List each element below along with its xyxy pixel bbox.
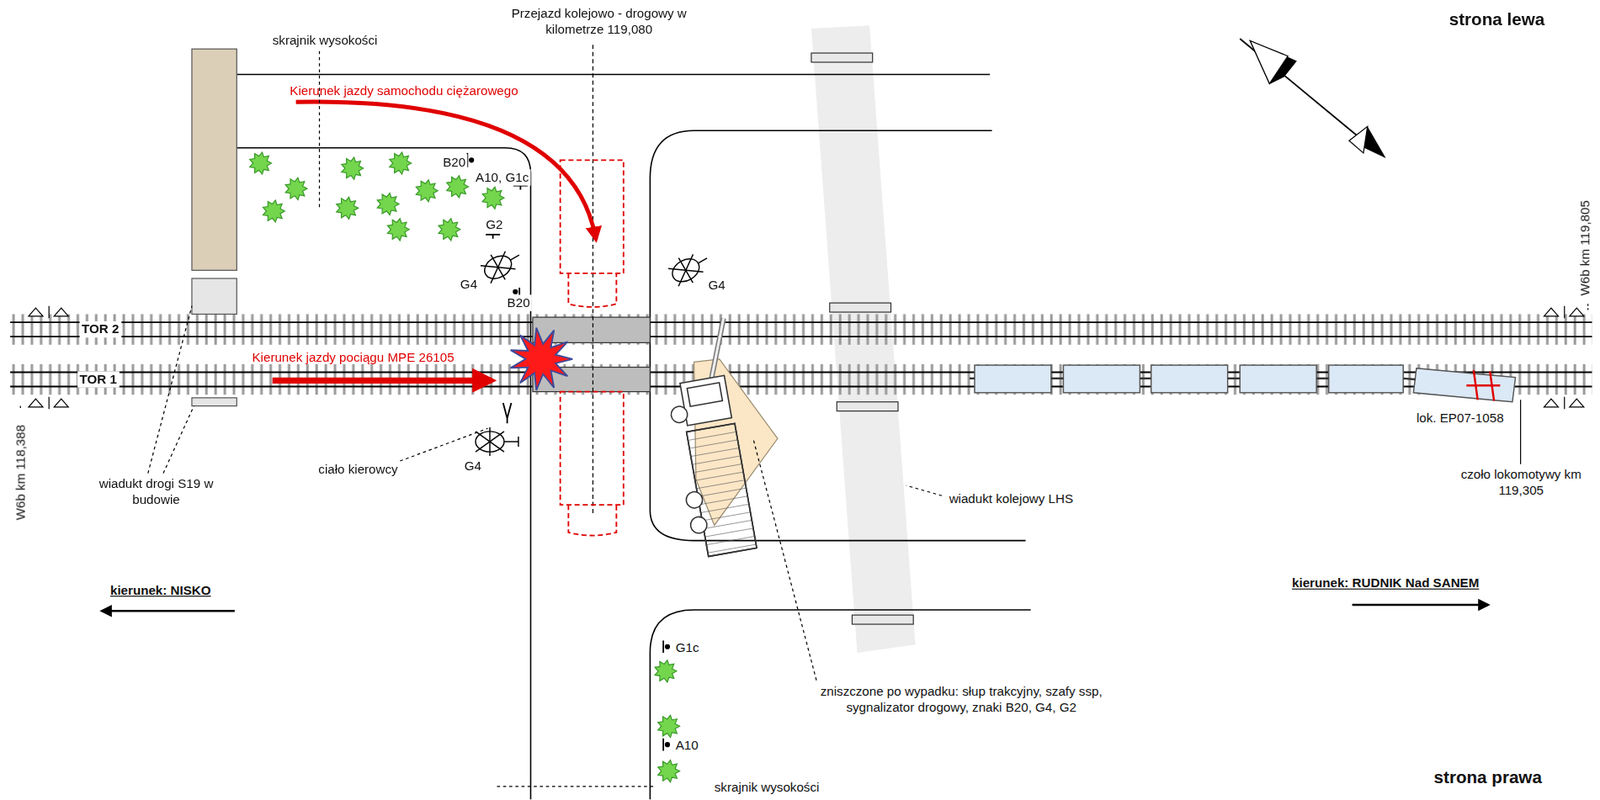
viaduct-piers xyxy=(811,53,914,625)
label: czoło lokomotywy km 119,305 xyxy=(1455,466,1587,500)
label: strona lewa xyxy=(1446,9,1547,32)
label: G1c xyxy=(673,639,702,657)
shrub xyxy=(658,715,681,738)
shrub xyxy=(658,760,681,783)
label: W6b km 119,805 xyxy=(1576,198,1594,298)
label: G4 xyxy=(462,457,484,475)
crossing-signals xyxy=(475,242,714,457)
label: A10 xyxy=(673,738,701,755)
direction-arrow xyxy=(1352,604,1489,606)
label: B20 xyxy=(504,294,532,312)
label: B20 xyxy=(441,154,468,171)
sign-posts xyxy=(467,153,670,752)
label: A10, G1c xyxy=(473,169,532,187)
shrub xyxy=(262,200,285,223)
north-arrow xyxy=(1239,38,1386,159)
shrub xyxy=(341,157,364,180)
shrubs xyxy=(249,152,681,783)
train-direction-arrow xyxy=(272,377,493,384)
overturned-truck xyxy=(665,375,757,559)
label: G2 xyxy=(483,216,505,234)
label: Kierunek jazdy samochodu ciężarowego xyxy=(287,82,521,100)
label: G4 xyxy=(706,277,728,295)
shrub xyxy=(389,152,412,175)
shrub xyxy=(285,177,308,200)
label: wiadukt kolejowy LHS xyxy=(946,490,1075,508)
label: ciało kierowcy xyxy=(316,461,400,479)
label: wiadukt drogi S19 w budowie xyxy=(87,475,224,509)
label: kierunek: NISKO xyxy=(108,582,213,600)
shrub xyxy=(438,218,461,241)
shrub xyxy=(387,218,410,241)
label: skrajnik wysokości xyxy=(270,32,380,50)
shrub xyxy=(249,152,272,175)
direction-arrow xyxy=(101,610,235,612)
shrub xyxy=(336,196,359,219)
label: lok. EP07-1058 xyxy=(1414,409,1506,427)
tracks xyxy=(10,313,1592,395)
train xyxy=(974,365,1516,403)
label: TOR 2 xyxy=(79,321,122,339)
crossing-axis xyxy=(592,44,594,516)
truck-direction-arrow xyxy=(296,101,596,240)
label: Kierunek jazdy pociągu MPE 26105 xyxy=(249,350,457,367)
collision-mark xyxy=(510,328,574,391)
derailed-bogie xyxy=(1466,370,1500,401)
track-markers xyxy=(28,306,1585,410)
leader-lines xyxy=(148,51,942,787)
km-marker-line xyxy=(20,406,22,411)
shrub xyxy=(415,180,438,202)
road-viaduct xyxy=(191,48,237,271)
leader-line xyxy=(1520,399,1521,464)
label: TOR 1 xyxy=(77,371,119,389)
label: G4 xyxy=(457,276,479,294)
couplers xyxy=(969,378,1416,380)
label: kierunek: RUDNIK Nad SANEM xyxy=(1290,575,1482,593)
label: W6b km 118,388 xyxy=(12,422,30,522)
shrub xyxy=(654,660,677,683)
label: skrajnik wysokości xyxy=(712,779,822,797)
label: zniszczone po wypadku: słup trakcyjny, s… xyxy=(796,683,1127,717)
label: Przejazd kolejowo - drogowy w kilometrze… xyxy=(499,5,698,38)
shrub xyxy=(377,192,399,215)
shrub xyxy=(482,186,505,209)
road-viaduct-pier xyxy=(191,398,237,407)
shrub xyxy=(446,175,469,198)
road-viaduct-pier xyxy=(191,278,237,314)
km-marker-line xyxy=(1587,303,1589,311)
label: strona prawa xyxy=(1431,767,1544,791)
